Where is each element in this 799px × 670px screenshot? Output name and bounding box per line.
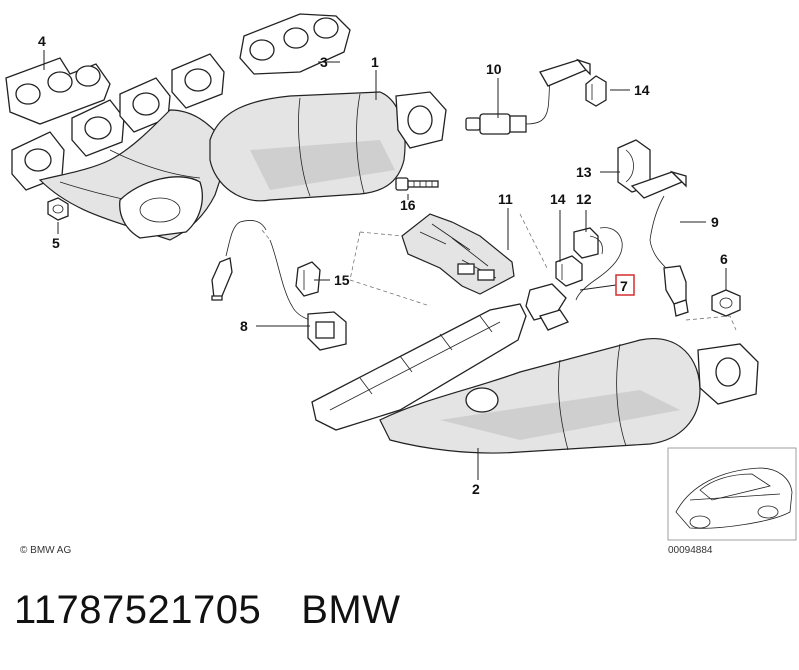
callout-1: 1 [371,54,379,70]
callout-14-upper: 14 [634,82,650,98]
callout-2: 2 [472,481,480,497]
cable-clip-12 [573,227,599,259]
callout-15: 15 [334,272,350,288]
callout-3: 3 [320,54,328,70]
callout-10: 10 [486,61,502,77]
car-location-inset [667,447,797,541]
callout-9: 9 [711,214,719,230]
cable-clip-upper [585,75,607,107]
bolt [395,177,439,191]
callout-7-highlight-box [615,274,635,296]
exhaust-manifold-lower [311,303,759,454]
hex-nut [47,197,69,221]
part-number: 11787521705 [14,588,262,632]
cable-clip-lower [555,255,583,287]
heat-shield-bracket [401,213,515,295]
oxygen-sensor-right [630,170,689,317]
callout-11: 11 [498,191,513,207]
callout-numbers: 1 2 3 4 5 6 8 9 10 11 12 13 14 14 15 16 … [38,33,728,497]
manifold-gasket-left [5,57,111,125]
callout-5: 5 [52,235,60,251]
sealing-nut [711,289,741,317]
callout-4: 4 [38,33,46,49]
callout-7: 7 [620,278,628,294]
manifold-gasket-right [239,13,351,75]
oxygen-sensor-upper [465,58,591,135]
callout-16: 16 [400,197,416,213]
exhaust-manifold-upper [11,53,447,241]
reference-lines [261,213,737,331]
oxygen-sensor-7 [525,227,623,331]
callout-13: 13 [576,164,592,180]
brand-name: BMW [301,588,401,632]
callout-14-lower: 14 [550,191,566,207]
callout-6: 6 [720,251,728,267]
oxygen-sensor-left [211,220,347,351]
diagram-number: 00094884 [668,545,713,556]
callout-8: 8 [240,318,248,334]
part-footer: 11787521705 BMW [14,588,401,633]
cable-clip-15 [295,261,321,297]
copyright-label: © BMW AG [20,545,71,556]
callout-12: 12 [576,191,592,207]
leader-lines [43,50,727,480]
